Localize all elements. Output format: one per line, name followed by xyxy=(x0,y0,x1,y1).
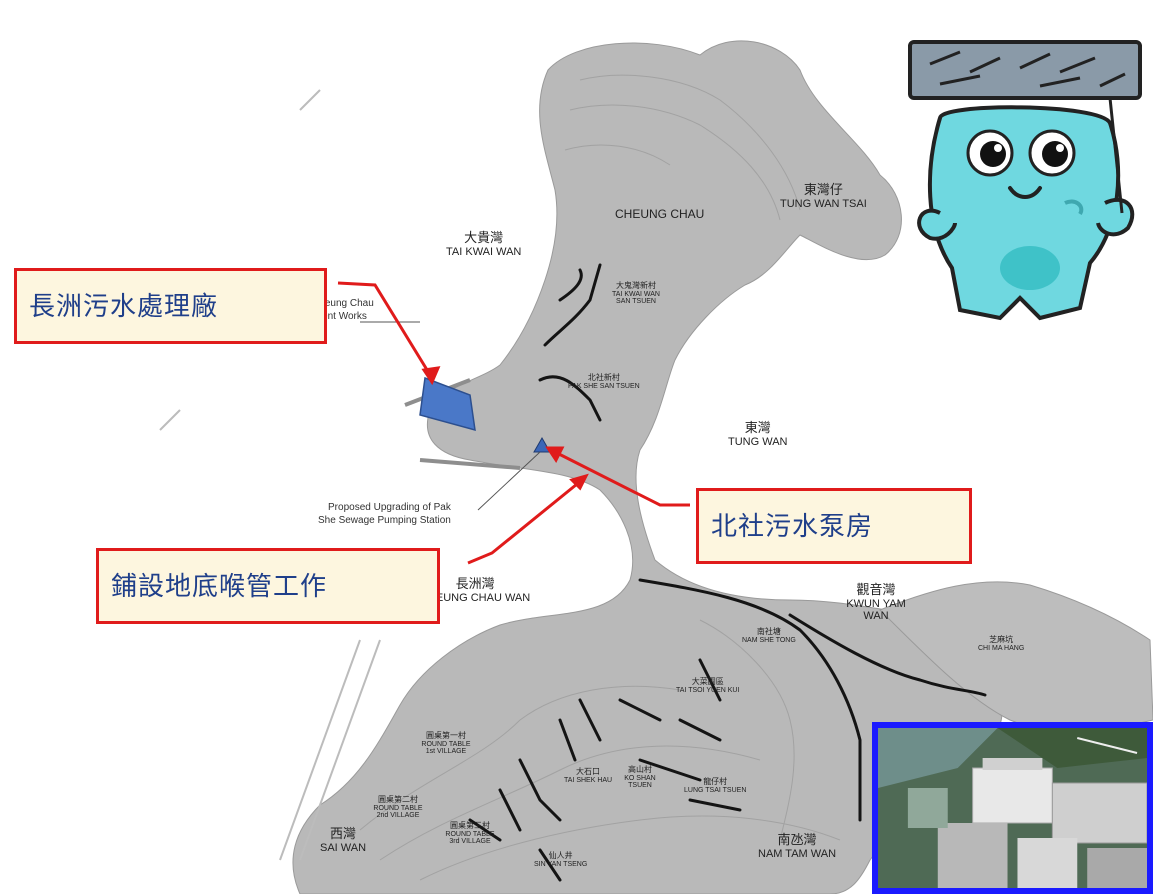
place-tai-kwai-wan-san-tsuen: 大鬼灣新村 TAI KWAI WAN SAN TSUEN xyxy=(612,281,660,306)
place-round-table-3rd: 圓桌第三村 ROUND TABLE 3rd VILLAGE xyxy=(445,821,495,846)
note-pumping-station: Proposed Upgrading of Pak She Sewage Pum… xyxy=(318,502,451,526)
place-nam-tam-wan: 南氹灣 NAM TAM WAN xyxy=(758,833,837,861)
place-sun-yan-tseng: 仙人井 SIN YAN TSENG xyxy=(534,851,588,868)
place-tung-wan: 東灣 TUNG WAN xyxy=(728,421,788,449)
treatment-works-photo xyxy=(872,722,1153,894)
callout-pipe-laying: 鋪設地底喉管工作 xyxy=(96,548,440,624)
place-kwun-yam-wan: 觀音灣 KWUN YAM WAN xyxy=(846,583,906,623)
place-ko-shan-tsuen: 高山村 KO SHAN TSUEN xyxy=(624,765,656,790)
place-round-table-1st: 圓桌第一村 ROUND TABLE 1st VILLAGE xyxy=(421,731,471,756)
contour-lines xyxy=(359,74,841,881)
place-round-table-2nd: 圓桌第二村 ROUND TABLE 2nd VILLAGE xyxy=(373,795,423,820)
place-tai-tsoi-yuen-kui: 大菜園區 TAI TSOI YUEN KUI xyxy=(676,677,740,694)
place-tai-kwai-wan: 大貴灣 TAI KWAI WAN xyxy=(446,231,522,259)
mascot-icon xyxy=(908,40,1142,321)
callout-arrows xyxy=(337,281,690,565)
place-tai-shek-hau: 大石口 TAI SHEK HAU xyxy=(564,767,613,784)
place-cheung-chau-wan: 長洲灣 CHEUNG CHAU WAN xyxy=(420,577,531,605)
manhole-cover-icon xyxy=(908,40,1142,100)
place-sai-wan: 西灣 SAI WAN xyxy=(320,827,367,855)
place-tung-wan-tsai: 東灣仔 TUNG WAN TSAI xyxy=(780,183,867,211)
callout-treatment-works: 長洲污水處理廠 xyxy=(14,268,327,344)
place-cheung-chau: CHEUNG CHAU xyxy=(615,207,705,221)
place-lung-tsai-tsuen: 龍仔村 LUNG TSAI TSUEN xyxy=(684,777,747,794)
place-chi-ma-hang: 芝麻坑 CHI MA HANG xyxy=(978,635,1025,652)
treatment-works-site xyxy=(419,376,476,432)
place-pak-she-san-tsuen: 北社新村 PAK SHE SAN TSUEN xyxy=(568,373,640,390)
triangle-icon xyxy=(533,436,551,453)
sea-markings xyxy=(159,89,381,861)
sewer-network xyxy=(468,263,987,882)
callout-pumping-station: 北社污水泵房 xyxy=(696,488,972,564)
place-nam-she-tong: 南社塘 NAM SHE TONG xyxy=(742,627,796,644)
